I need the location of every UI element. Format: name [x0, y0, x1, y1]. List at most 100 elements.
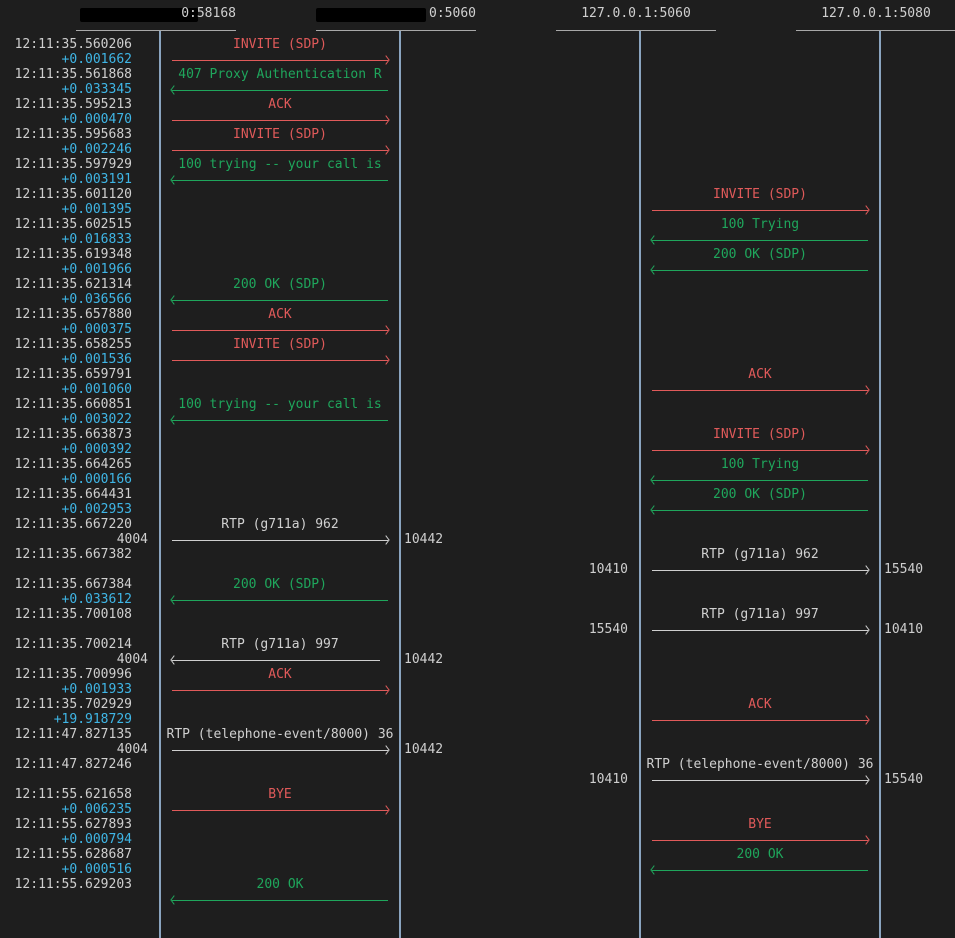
source-port: 10410 [588, 772, 628, 787]
lifeline-1 [159, 31, 161, 938]
arrow-right-icon [652, 390, 868, 391]
message-label[interactable]: 200 OK (SDP) [233, 577, 327, 592]
timestamp: 12:11:35.602515 [14, 217, 132, 232]
lifeline-4 [879, 31, 881, 938]
arrow-right-icon [172, 690, 388, 691]
message-label[interactable]: 407 Proxy Authentication R [178, 67, 382, 82]
message-label[interactable]: INVITE (SDP) [233, 337, 327, 352]
destination-port: 15540 [884, 772, 924, 787]
source-port: 10410 [588, 562, 628, 577]
time-delta: +0.000166 [61, 472, 132, 487]
message-label[interactable]: 200 OK (SDP) [233, 277, 327, 292]
message-label[interactable]: RTP (g711a) 962 [221, 517, 339, 532]
message-label[interactable]: INVITE (SDP) [233, 37, 327, 52]
time-delta: +0.033612 [61, 592, 132, 607]
message-label[interactable]: 200 OK (SDP) [713, 247, 807, 262]
timestamp: 12:11:55.627893 [14, 817, 132, 832]
message-label[interactable]: ACK [268, 97, 292, 112]
timestamp: 12:11:35.664265 [14, 457, 132, 472]
timestamp: 12:11:55.628687 [14, 847, 132, 862]
arrow-right-icon [652, 720, 868, 721]
message-label[interactable]: 200 OK [256, 877, 304, 892]
arrow-right-icon [172, 60, 388, 61]
time-delta: +0.001060 [61, 382, 132, 397]
time-delta: +0.000794 [61, 832, 132, 847]
participant-header-3: 127.0.0.1:5060 [581, 6, 691, 21]
source-port: 4004 [116, 742, 148, 757]
timestamp: 12:11:35.601120 [14, 187, 132, 202]
lifeline-3 [639, 31, 641, 938]
message-label[interactable]: BYE [748, 817, 772, 832]
arrow-right-icon [172, 360, 388, 361]
arrow-left-icon [652, 270, 868, 271]
timestamp: 12:11:35.702929 [14, 697, 132, 712]
message-label[interactable]: RTP (telephone-event/8000) 36 [166, 727, 394, 742]
destination-port: 15540 [884, 562, 924, 577]
message-label[interactable]: 100 Trying [720, 457, 800, 472]
time-delta: +0.000470 [61, 112, 132, 127]
time-delta: +0.006235 [61, 802, 132, 817]
header-underline [316, 30, 476, 31]
message-label[interactable]: INVITE (SDP) [233, 127, 327, 142]
timestamp: 12:11:35.659791 [14, 367, 132, 382]
message-label[interactable]: RTP (g711a) 962 [701, 547, 819, 562]
arrow-left-icon [172, 420, 388, 421]
message-label[interactable]: 200 OK [736, 847, 784, 862]
message-label[interactable]: 100 trying -- your call is [178, 397, 382, 412]
message-label[interactable]: RTP (g711a) 997 [701, 607, 819, 622]
message-label[interactable]: ACK [268, 307, 292, 322]
header-underline [556, 30, 716, 31]
participant-header-4: 127.0.0.1:5080 [821, 6, 931, 21]
arrow-right-icon [652, 570, 868, 571]
message-label[interactable]: INVITE (SDP) [713, 427, 807, 442]
message-label[interactable]: INVITE (SDP) [713, 187, 807, 202]
timestamp: 12:11:35.664431 [14, 487, 132, 502]
arrow-right-icon [652, 630, 868, 631]
time-delta: +19.918729 [53, 712, 132, 727]
message-label[interactable]: ACK [268, 667, 292, 682]
arrow-left-icon [172, 660, 380, 661]
arrow-right-icon [172, 750, 388, 751]
message-label[interactable]: 100 Trying [720, 217, 800, 232]
timestamp: 12:11:55.621658 [14, 787, 132, 802]
timestamp: 12:11:35.595213 [14, 97, 132, 112]
message-label[interactable]: BYE [268, 787, 292, 802]
message-label[interactable]: RTP (telephone-event/8000) 36 [646, 757, 874, 772]
time-delta: +0.033345 [61, 82, 132, 97]
timestamp: 12:11:35.660851 [14, 397, 132, 412]
arrow-left-icon [172, 180, 388, 181]
time-delta: +0.001662 [61, 52, 132, 67]
message-label[interactable]: ACK [748, 697, 772, 712]
source-port: 4004 [116, 532, 148, 547]
message-label[interactable]: ACK [748, 367, 772, 382]
arrow-left-icon [652, 510, 868, 511]
message-label[interactable]: RTP (g711a) 997 [221, 637, 339, 652]
timestamp: 12:11:35.657880 [14, 307, 132, 322]
redacted-block [316, 8, 426, 22]
time-delta: +0.002953 [61, 502, 132, 517]
timestamp: 12:11:35.597929 [14, 157, 132, 172]
timestamp: 12:11:35.595683 [14, 127, 132, 142]
timestamp: 12:11:35.667382 [14, 547, 132, 562]
time-delta: +0.000516 [61, 862, 132, 877]
message-label[interactable]: 200 OK (SDP) [713, 487, 807, 502]
timestamp: 12:11:35.667384 [14, 577, 132, 592]
timestamp: 12:11:35.663873 [14, 427, 132, 442]
header-underline [796, 30, 955, 31]
arrow-right-icon [172, 540, 388, 541]
participant-header-2: 0:5060 [429, 6, 476, 21]
timestamp: 12:11:35.560206 [14, 37, 132, 52]
time-delta: +0.001966 [61, 262, 132, 277]
time-delta: +0.001536 [61, 352, 132, 367]
arrow-right-icon [172, 330, 388, 331]
destination-port: 10442 [404, 652, 444, 667]
timestamp: 12:11:35.700108 [14, 607, 132, 622]
message-label[interactable]: 100 trying -- your call is [178, 157, 382, 172]
arrow-left-icon [652, 480, 868, 481]
time-delta: +0.002246 [61, 142, 132, 157]
arrow-left-icon [172, 90, 388, 91]
time-delta: +0.036566 [61, 292, 132, 307]
arrow-right-icon [172, 150, 388, 151]
timestamp: 12:11:55.629203 [14, 877, 132, 892]
timestamp: 12:11:35.561868 [14, 67, 132, 82]
